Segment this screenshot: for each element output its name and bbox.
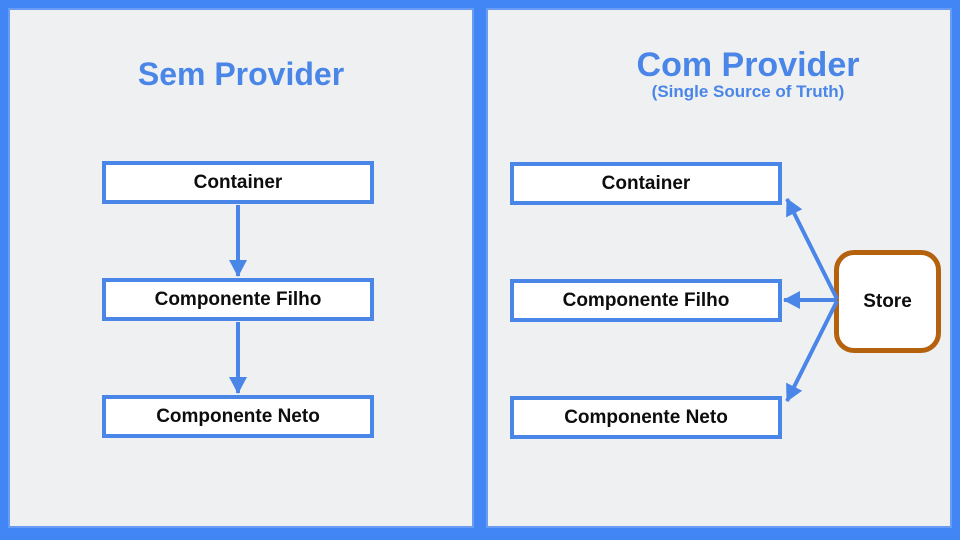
node-componente-neto-com: Componente Neto [510, 396, 782, 439]
node-container-sem: Container [102, 161, 374, 204]
right-panel-title: Com Provider [636, 46, 860, 84]
left-panel-title: Sem Provider [137, 56, 345, 92]
node-componente-filho-com: Componente Filho [510, 279, 782, 322]
store-node: Store [834, 250, 941, 353]
node-container-com: Container [510, 162, 782, 205]
node-componente-filho-sem: Componente Filho [102, 278, 374, 321]
right-panel-subtitle: (Single Source of Truth) [651, 82, 845, 101]
node-componente-neto-sem: Componente Neto [102, 395, 374, 438]
